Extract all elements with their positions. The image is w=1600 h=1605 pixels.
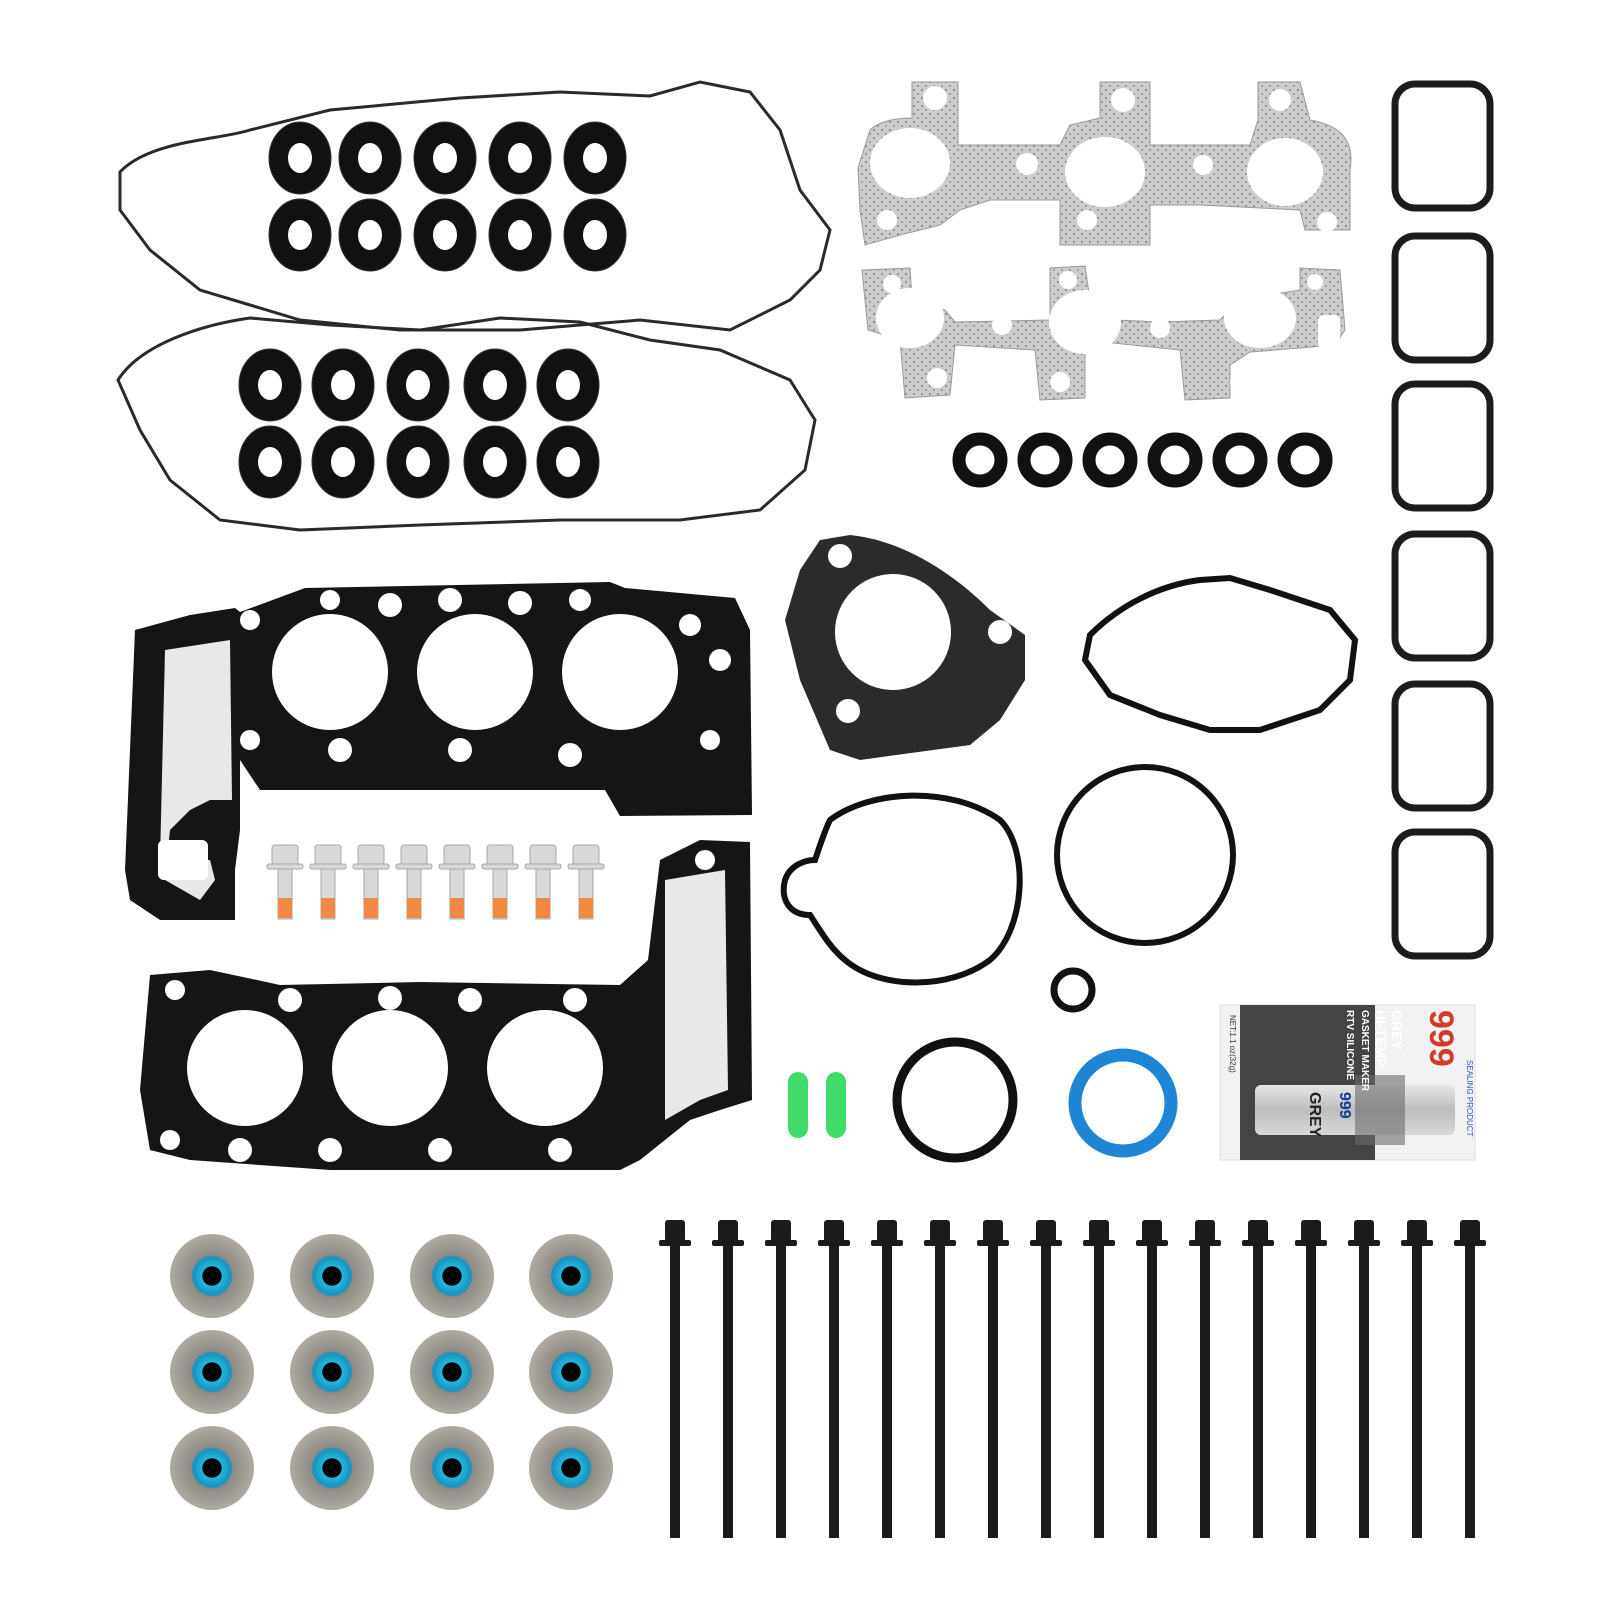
sealant-line3: GASKET MAKER [1359,1010,1370,1092]
exhaust-manifold-gasket-bottom [861,265,1346,401]
oring-keyhole [780,792,1023,986]
small-bolts [266,844,605,920]
cylinder-head-gasket-left [125,582,752,920]
sealant-net-weight: NET:1.1 oz(32g) [1228,1015,1237,1073]
sealant-line2: HI-TEMP [1373,1010,1389,1068]
oring-large [1054,764,1236,946]
oring-medium [892,1037,1018,1163]
thermostat-gasket [785,535,1025,760]
valve-stem-seals [170,1234,613,1510]
green-caps [788,1072,846,1138]
oring-small [1050,967,1096,1013]
tube-color: GREY [1306,1092,1323,1138]
spark-plug-tube-seals [238,121,627,499]
tube-number: 999 [1336,1092,1353,1119]
sealant-side-text: SEALING PRODUCT [1465,1060,1474,1137]
injector-orings [952,432,1333,488]
head-bolts [659,1220,1486,1538]
sealant-line4: RTV SILICONE [1344,1010,1355,1080]
exhaust-manifold-gasket-top [857,81,1352,246]
sealant-line1: GREY [1389,1010,1405,1050]
water-pump-gasket [1081,574,1359,733]
valve-cover-gasket-bottom [116,316,817,532]
sealant-package: 999 GREY HI-TEMP GASKET MAKER RTV SILICO… [1219,1004,1476,1161]
sealant-number: 999 [1422,1010,1460,1067]
cylinder-head-gasket-right [140,840,752,1170]
oring-blue [1068,1048,1178,1158]
intake-manifold-gaskets [1391,80,1494,960]
valve-cover-gasket-top [118,80,832,332]
